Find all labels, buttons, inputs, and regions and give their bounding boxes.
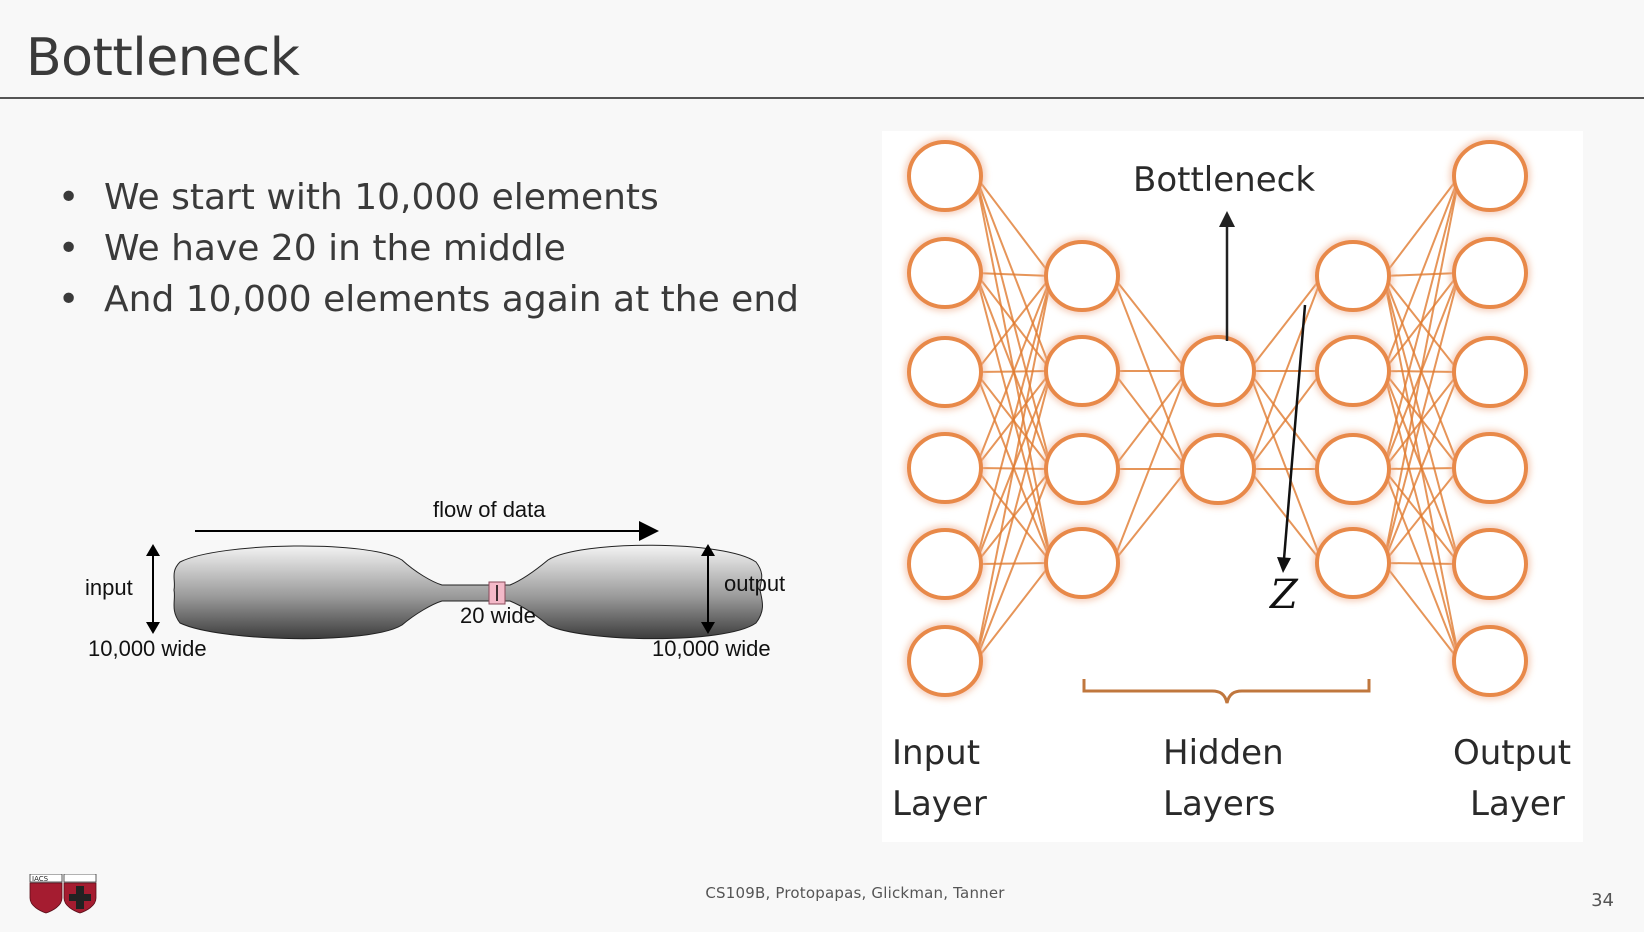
- network-node-layer-4: [1315, 240, 1391, 312]
- network-node-layer-5: [1452, 140, 1528, 212]
- flow-diagram: flow of data 20 wide input 10,000 wide o…: [85, 497, 785, 661]
- input-layer-label-line2: Layer: [892, 784, 987, 824]
- bottleneck-label: Bottleneck: [1133, 160, 1315, 200]
- output-width-label: 10,000 wide: [652, 636, 771, 661]
- network-node-layer-3: [1180, 433, 1256, 505]
- input-label: input: [85, 575, 133, 600]
- network-edge: [1382, 175, 1461, 470]
- network-node-layer-4: [1315, 527, 1391, 599]
- network-edge: [1247, 370, 1324, 470]
- network-node-layer-2: [1044, 527, 1120, 599]
- network-node-layer-1: [907, 432, 983, 504]
- network-edge: [1247, 468, 1324, 564]
- network-edge: [974, 562, 1053, 662]
- network-node-layer-5: [1452, 528, 1528, 600]
- bullet-dot-icon: •: [58, 228, 80, 269]
- network-edge: [975, 272, 1052, 277]
- network-node-layer-2: [1044, 240, 1120, 312]
- network-node-layer-1: [907, 528, 983, 600]
- network-edge: [1111, 370, 1189, 564]
- network-node-layer-1: [907, 336, 983, 408]
- network-edge: [1247, 275, 1324, 470]
- network-edge: [974, 175, 1053, 277]
- network-node-layer-2: [1044, 433, 1120, 505]
- footer-credits: CS109B, Protopapas, Glickman, Tanner: [705, 884, 1005, 902]
- network-edge: [1382, 468, 1461, 662]
- latent-pointer-arrow-icon: [1282, 304, 1307, 560]
- output-layer-label-line1: Output: [1453, 733, 1571, 773]
- autoencoder-diagram: Bottleneck Z Input Layer Hidden Layers O…: [882, 131, 1583, 842]
- logo-text: IACS: [32, 875, 49, 883]
- bullet-list: • We start with 10,000 elements • We have …: [52, 172, 799, 325]
- output-layer-label-line2: Layer: [1470, 784, 1565, 824]
- network-edge: [1247, 370, 1324, 564]
- network-edge: [974, 275, 1053, 565]
- input-layer-label-line1: Input: [892, 733, 980, 773]
- flow-label: flow of data: [433, 497, 546, 522]
- middle-width-label: 20 wide: [460, 603, 536, 628]
- hidden-layers-label-line2: Layers: [1163, 784, 1276, 824]
- network-edge: [1382, 467, 1461, 564]
- network-node-layer-5: [1452, 432, 1528, 504]
- bullet-item: • We have 20 in the middle: [52, 223, 799, 274]
- bullet-item: • We start with 10,000 elements: [52, 172, 799, 223]
- network-edge: [974, 275, 1053, 469]
- network-edge: [1111, 468, 1189, 564]
- network-node-layer-1: [907, 625, 983, 697]
- network-edge: [974, 272, 1053, 372]
- page-number: 34: [1591, 890, 1614, 911]
- network-edge: [974, 468, 1053, 662]
- network-node-layer-5: [1452, 237, 1528, 309]
- network-node-layer-1: [907, 237, 983, 309]
- network-edge: [1382, 272, 1461, 564]
- output-label: output: [724, 571, 785, 596]
- slide-title: Bottleneck: [26, 28, 300, 88]
- iacs-logo: IACS: [28, 873, 98, 918]
- network-node-layer-4: [1315, 433, 1391, 505]
- network-node-layer-2: [1044, 335, 1120, 407]
- network-node-layer-3: [1180, 335, 1256, 407]
- network-edge: [1111, 275, 1189, 470]
- hidden-layers-brace-icon: [1082, 679, 1371, 704]
- network-node-layer-5: [1452, 336, 1528, 408]
- network-edge: [974, 275, 1053, 662]
- network-edge: [1382, 175, 1461, 277]
- bullet-text: We start with 10,000 elements: [104, 177, 659, 218]
- network-edge: [974, 275, 1053, 373]
- network-edge: [974, 370, 1053, 662]
- network-node-layer-1: [907, 140, 983, 212]
- network-node-layer-4: [1315, 335, 1391, 407]
- bullet-text: And 10,000 elements again at the end: [104, 279, 799, 320]
- bullet-dot-icon: •: [58, 279, 80, 320]
- bullet-dot-icon: •: [58, 177, 80, 218]
- network-edge: [1383, 562, 1460, 565]
- network-edge: [1382, 175, 1461, 564]
- bullet-item: • And 10,000 elements again at the end: [52, 274, 799, 325]
- network-edge: [1382, 175, 1461, 372]
- network-node-layer-5: [1452, 625, 1528, 697]
- latent-z-label: Z: [1268, 572, 1299, 618]
- hidden-layers-label-line1: Hidden: [1163, 733, 1284, 773]
- network-edge: [1247, 275, 1324, 372]
- title-divider: [0, 97, 1644, 99]
- network-edge: [1111, 275, 1189, 372]
- network-edge: [1382, 371, 1461, 564]
- network-edge: [1382, 562, 1461, 662]
- input-width-label: 10,000 wide: [88, 636, 207, 661]
- bullet-text: We have 20 in the middle: [104, 228, 566, 269]
- network-edge: [1111, 370, 1189, 470]
- bottleneck-tube: [173, 544, 763, 640]
